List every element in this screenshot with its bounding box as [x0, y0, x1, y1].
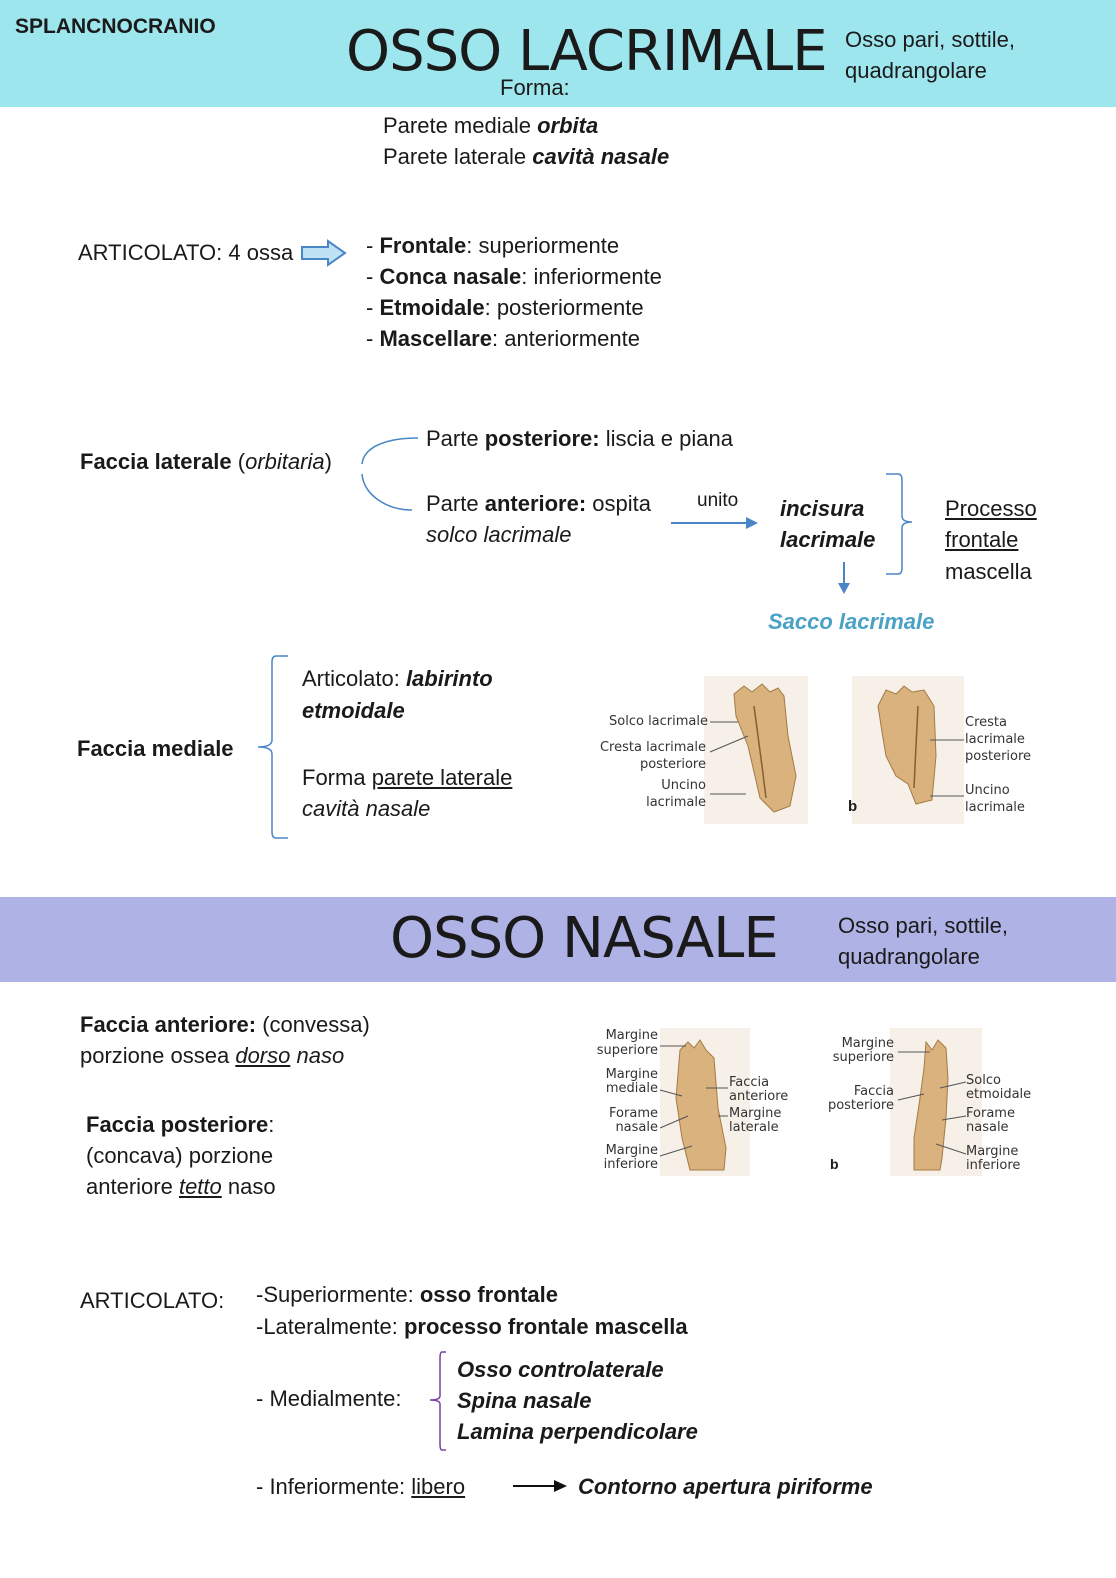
label-b-uncino: Uncino	[965, 783, 1010, 798]
articolato2-lateralmente: -Lateralmente: processo frontale mascell…	[256, 1311, 688, 1342]
articolato2-label: ARTICOLATO:	[80, 1285, 224, 1316]
processo-brace	[884, 472, 918, 576]
cavita-nasale-line: cavità nasale	[302, 793, 430, 824]
faccia-mediale-brace	[256, 654, 292, 842]
articolato-item-mascellare: - Mascellare: anteriormente	[366, 323, 640, 354]
label-b-etmoidale: etmoidale	[966, 1087, 1031, 1102]
label-a-margine-inf: Margine	[606, 1143, 658, 1158]
label-a-margine-lat: Margine	[729, 1106, 781, 1121]
right-arrow-icon	[300, 238, 348, 268]
inferiormente-arrow-icon	[512, 1478, 568, 1494]
incisura-line2: lacrimale	[780, 524, 875, 555]
lacrimal-bone-figure: Solco lacrimale Cresta lacrimale posteri…	[590, 676, 1040, 826]
solco-lacrimale: solco lacrimale	[426, 519, 572, 550]
nasale-desc-line1: Osso pari, sottile,	[838, 910, 1008, 941]
lacrimal-b-leaders	[928, 736, 966, 806]
articolato-item-frontale: - Frontale: superiormente	[366, 230, 619, 261]
faccia-laterale-brace	[358, 434, 422, 516]
label-b-faccia: Faccia	[854, 1084, 894, 1099]
faccia-laterale-label: Faccia laterale (orbitaria)	[80, 446, 332, 477]
forma-parete-laterale: Forma parete laterale	[302, 762, 512, 793]
processo-line2: frontale	[945, 524, 1018, 555]
articolato-item-etmoidale: - Etmoidale: posteriormente	[366, 292, 644, 323]
unito-arrow-icon	[670, 514, 760, 532]
header-desc-line1: Osso pari, sottile,	[845, 24, 1015, 55]
nasale-title: OSSO NASALE	[390, 909, 778, 969]
medialmente-item-1: Osso controlaterale	[457, 1354, 664, 1385]
forma-line-1: Parete mediale orbita	[383, 110, 598, 141]
processo-line3: mascella	[945, 556, 1032, 587]
label-cresta-lacrimale: Cresta lacrimale	[600, 740, 706, 755]
label-a-inferiore: inferiore	[604, 1157, 658, 1172]
label-a-margine-med: Margine	[606, 1067, 658, 1082]
articolato2-superiormente: -Superiormente: osso frontale	[256, 1279, 558, 1310]
label-cresta-posteriore: posteriore	[640, 757, 706, 772]
faccia-posteriore-line3: anteriore tetto naso	[86, 1171, 276, 1202]
faccia-anteriore-line2: porzione ossea dorso naso	[80, 1040, 344, 1071]
down-arrow-icon	[836, 561, 852, 595]
label-b-superiore: superiore	[833, 1050, 894, 1065]
faccia-posteriore: Faccia posteriore:	[86, 1109, 274, 1140]
page-title: OSSO LACRIMALE	[346, 22, 827, 82]
label-a-anteriore: anteriore	[729, 1089, 788, 1104]
label-b-nasale: nasale	[966, 1120, 1009, 1135]
label-b-uncino-lacrimale: lacrimale	[965, 800, 1025, 815]
label-a-mediale: mediale	[606, 1081, 658, 1096]
incisura-line1: incisura	[780, 493, 864, 524]
processo-line1: Processo	[945, 493, 1037, 524]
forma-label: Forma:	[500, 72, 570, 103]
sacco-lacrimale: Sacco lacrimale	[768, 606, 934, 637]
figure-letter-b: b	[848, 798, 857, 815]
nasal-b-leaders	[896, 1048, 968, 1168]
faccia-posteriore-line2: (concava) porzione	[86, 1140, 273, 1171]
lacrimal-a-leaders	[708, 716, 768, 806]
label-a-margine-sup: Margine	[606, 1028, 658, 1043]
label-b-cresta: Cresta	[965, 715, 1007, 730]
label-a-faccia: Faccia	[729, 1075, 769, 1090]
medialmente-item-2: Spina nasale	[457, 1385, 592, 1416]
parte-posteriore: Parte posteriore: liscia e piana	[426, 423, 733, 454]
header-desc-line2: quadrangolare	[845, 55, 987, 86]
label-b-posteriore: posteriore	[965, 749, 1031, 764]
label-solco-lacrimale: Solco lacrimale	[609, 714, 708, 729]
label-b-lacrimale: lacrimale	[965, 732, 1025, 747]
articolato-item-conca: - Conca nasale: inferiormente	[366, 261, 662, 292]
contorno-apertura: Contorno apertura piriforme	[578, 1471, 873, 1502]
forma-line-2: Parete laterale cavità nasale	[383, 141, 669, 172]
nasal-bone-figure: Margine superiore Margine mediale Forame…	[590, 1022, 1040, 1182]
label-uncino-lacrimale: lacrimale	[646, 795, 706, 810]
section-tag: SPLANCNOCRANIO	[15, 15, 216, 39]
label-b-inferiore: inferiore	[966, 1158, 1020, 1173]
articolato-label: ARTICOLATO: 4 ossa	[78, 237, 293, 268]
articolato2-medialmente: - Medialmente:	[256, 1383, 402, 1414]
medialmente-brace	[426, 1350, 450, 1454]
unito-label: unito	[697, 490, 738, 512]
label-a-superiore: superiore	[597, 1043, 658, 1058]
label-uncino: Uncino	[661, 778, 706, 793]
medialmente-item-3: Lamina perpendicolare	[457, 1416, 698, 1447]
nasal-a-leaders	[658, 1040, 730, 1170]
label-b-solco: Solco	[966, 1073, 1001, 1088]
faccia-mediale-label: Faccia mediale	[77, 733, 234, 764]
etmoidale-line: etmoidale	[302, 695, 405, 726]
label-b-margine-sup: Margine	[842, 1036, 894, 1051]
articolato2-inferiormente: - Inferiormente: libero	[256, 1471, 465, 1502]
label-a-laterale: laterale	[729, 1120, 779, 1135]
label-a-forame: Forame	[609, 1106, 658, 1121]
label-b-margine-inf: Margine	[966, 1144, 1018, 1159]
faccia-anteriore: Faccia anteriore: (convessa)	[80, 1009, 370, 1040]
label-b-posteriore: posteriore	[828, 1098, 894, 1113]
label-b-forame: Forame	[966, 1106, 1015, 1121]
parte-anteriore: Parte anteriore: ospita	[426, 488, 651, 519]
nasal-figure-letter-b: b	[830, 1156, 839, 1172]
articolato-labirinto: Articolato: labirinto	[302, 663, 493, 694]
label-a-nasale: nasale	[615, 1120, 658, 1135]
nasale-desc-line2: quadrangolare	[838, 941, 980, 972]
